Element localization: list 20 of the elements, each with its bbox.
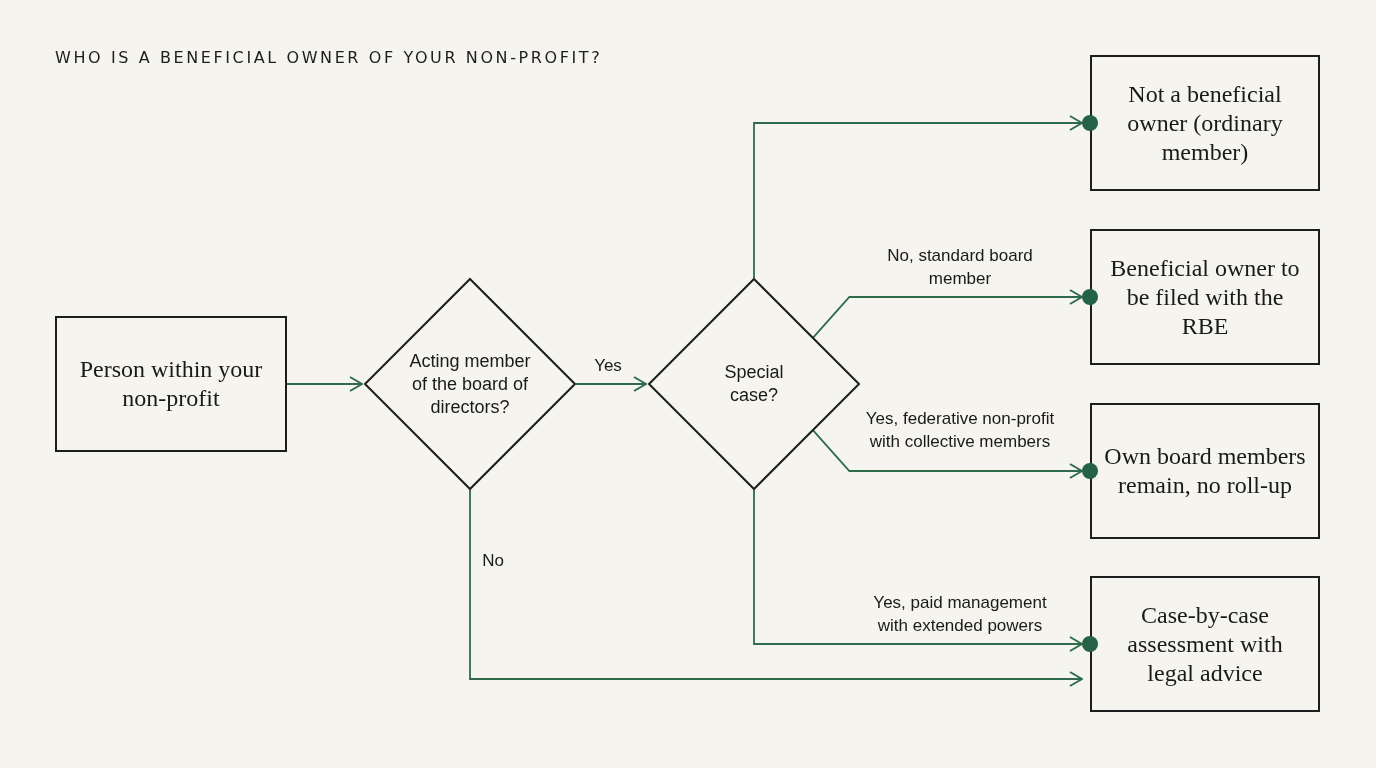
box-text: Beneficial owner to be filed with the RBE: [1109, 253, 1301, 341]
box-text: Not a beneficial owner (ordinary member): [1126, 79, 1284, 167]
arrow: [753, 489, 1083, 652]
process-box: [1090, 576, 1320, 712]
decision-text: Special case?: [723, 361, 785, 407]
decision-text: Acting member of the board of directors?: [408, 349, 532, 419]
arrow: [469, 489, 1083, 687]
process-box: [1090, 403, 1320, 539]
arrow: [286, 376, 363, 392]
arrow: [812, 429, 1083, 479]
box-text: Person within your non-profit: [78, 355, 264, 413]
process-box: [55, 316, 287, 452]
process-box: [1090, 55, 1320, 191]
arrow: [575, 376, 647, 392]
process-box: [1090, 229, 1320, 365]
arrow: [753, 115, 1083, 279]
box-text: Case-by-case assessment with legal advice: [1126, 600, 1284, 688]
diagram-title: WHO IS A BENEFICIAL OWNER OF YOUR NON-PROFIT?: [55, 48, 603, 67]
arrow: [812, 289, 1083, 339]
box-text: Own board members remain, no roll-up: [1103, 442, 1307, 500]
